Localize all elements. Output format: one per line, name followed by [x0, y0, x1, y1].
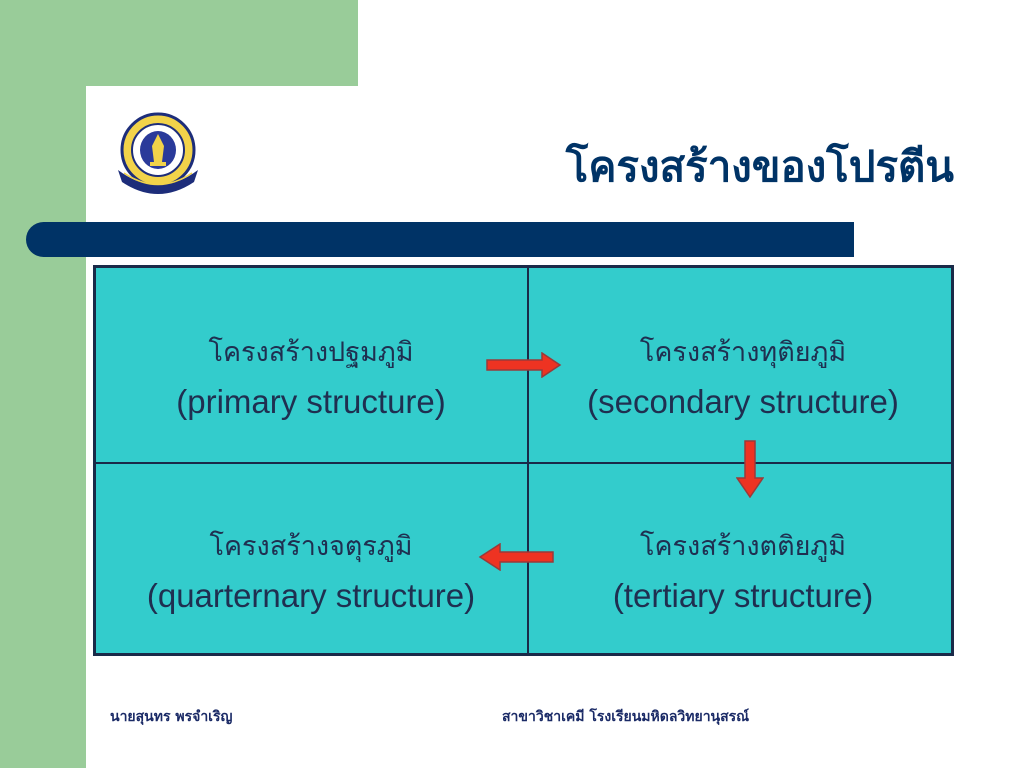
cell-english-label: (primary structure)	[176, 383, 446, 420]
cell-thai-label: โครงสร้างปฐมภูมิ	[208, 337, 414, 368]
cell-english-label: (quarternary structure)	[146, 577, 476, 614]
grid-divider-vertical	[527, 268, 529, 653]
cell-thai-label: โครงสร้างทุติยภูมิ	[639, 337, 847, 368]
cell-english-label: (secondary structure)	[587, 383, 899, 420]
structure-grid: โครงสร้างปฐมภูมิ (primary structure) โคร…	[93, 265, 954, 656]
cell-thai-label: โครงสร้างตติยภูมิ	[639, 531, 847, 562]
arrow-right-icon	[486, 352, 562, 378]
cell-quarternary-structure: โครงสร้างจตุรภูมิ (quarternary structure…	[96, 530, 526, 618]
cell-thai-label: โครงสร้างจตุรภูมิ	[209, 531, 413, 562]
cell-tertiary-structure: โครงสร้างตติยภูมิ (tertiary structure)	[528, 530, 958, 618]
grid-divider-horizontal	[96, 462, 951, 464]
cell-english-label: (tertiary structure)	[612, 577, 874, 614]
cell-secondary-structure: โครงสร้างทุติยภูมิ (secondary structure)	[528, 336, 958, 424]
footer-author: นายสุนทร พรจำเริญ	[110, 709, 233, 725]
school-logo-icon	[118, 112, 198, 194]
background-green-left	[0, 0, 86, 768]
arrow-left-icon	[478, 543, 554, 571]
footer-department: สาขาวิชาเคมี โรงเรียนมหิดลวิทยานุสรณ์	[502, 709, 750, 725]
title-underline-bar	[26, 222, 854, 257]
cell-primary-structure: โครงสร้างปฐมภูมิ (primary structure)	[96, 336, 526, 424]
slide-title: โครงสร้างของโปรตีน	[565, 142, 954, 191]
arrow-down-icon	[736, 440, 764, 498]
background-green-top	[0, 0, 358, 86]
